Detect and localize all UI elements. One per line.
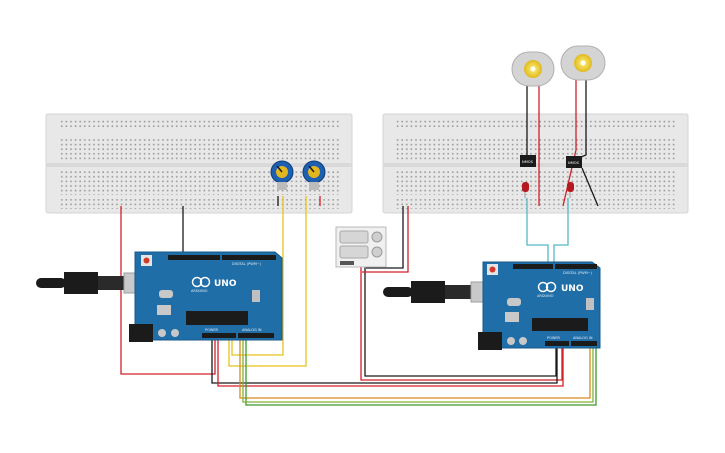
- wire-black-battery[interactable]: [364, 264, 557, 377]
- analog-label-left: ANALOG IN: [242, 328, 262, 332]
- wire-red-right-bb[interactable]: [362, 206, 409, 273]
- mosfet-driver-1[interactable]: NMOS: [520, 155, 536, 167]
- potentiometer-icon[interactable]: [270, 160, 294, 190]
- arduino-uno-left[interactable]: ARDUINO UNO DIGITAL (PWM~) POWER ANALOG …: [129, 251, 283, 342]
- wire-teal-mos2[interactable]: [553, 198, 569, 262]
- arduino-uno-right[interactable]: ARDUINO UNO DIGITAL (PWM~) POWER ANALOG …: [478, 261, 601, 350]
- arduino-brand-left: ARDUINO: [191, 289, 208, 293]
- mosfet-driver-2[interactable]: NMOS: [566, 156, 582, 168]
- mosfet-2-label: NMOS: [568, 161, 580, 165]
- arduino-model-left: UNO: [214, 279, 237, 289]
- wire-yellow-pot1[interactable]: [231, 196, 284, 356]
- digital-label-left: DIGITAL (PWM~): [232, 262, 262, 266]
- power-label-left: POWER: [205, 328, 219, 332]
- wire-black-right-bb[interactable]: [366, 206, 404, 269]
- wire-teal-mos1[interactable]: [526, 198, 549, 262]
- arduino-brand-right: ARDUINO: [537, 294, 554, 298]
- wire-black-mos2-gnd[interactable]: [581, 167, 599, 207]
- wire-orange-boards[interactable]: [239, 340, 591, 399]
- wire-black-boards[interactable]: [211, 340, 558, 384]
- led-icon[interactable]: [567, 182, 574, 198]
- wire-green-boards[interactable]: [245, 340, 597, 406]
- mosfet-1-label: NMOS: [522, 160, 534, 164]
- dc-motor-icon[interactable]: [560, 45, 606, 81]
- potentiometer-icon[interactable]: [302, 160, 326, 190]
- led-icon[interactable]: [522, 182, 529, 198]
- wire-red-battery[interactable]: [360, 264, 563, 381]
- breadboard-left[interactable]: [45, 113, 353, 214]
- dc-motor-icon[interactable]: [511, 51, 555, 87]
- analog-label-right: ANALOG IN: [573, 336, 593, 340]
- wire-green-boards-2[interactable]: [242, 340, 594, 403]
- battery-pack-icon[interactable]: [335, 226, 387, 268]
- wire-red-boards[interactable]: [217, 340, 564, 387]
- wire-yellow-pot2[interactable]: [228, 196, 307, 367]
- arduino-model-right: UNO: [561, 284, 584, 294]
- power-label-right: POWER: [547, 336, 561, 340]
- digital-label-right: DIGITAL (PWM~): [563, 271, 593, 275]
